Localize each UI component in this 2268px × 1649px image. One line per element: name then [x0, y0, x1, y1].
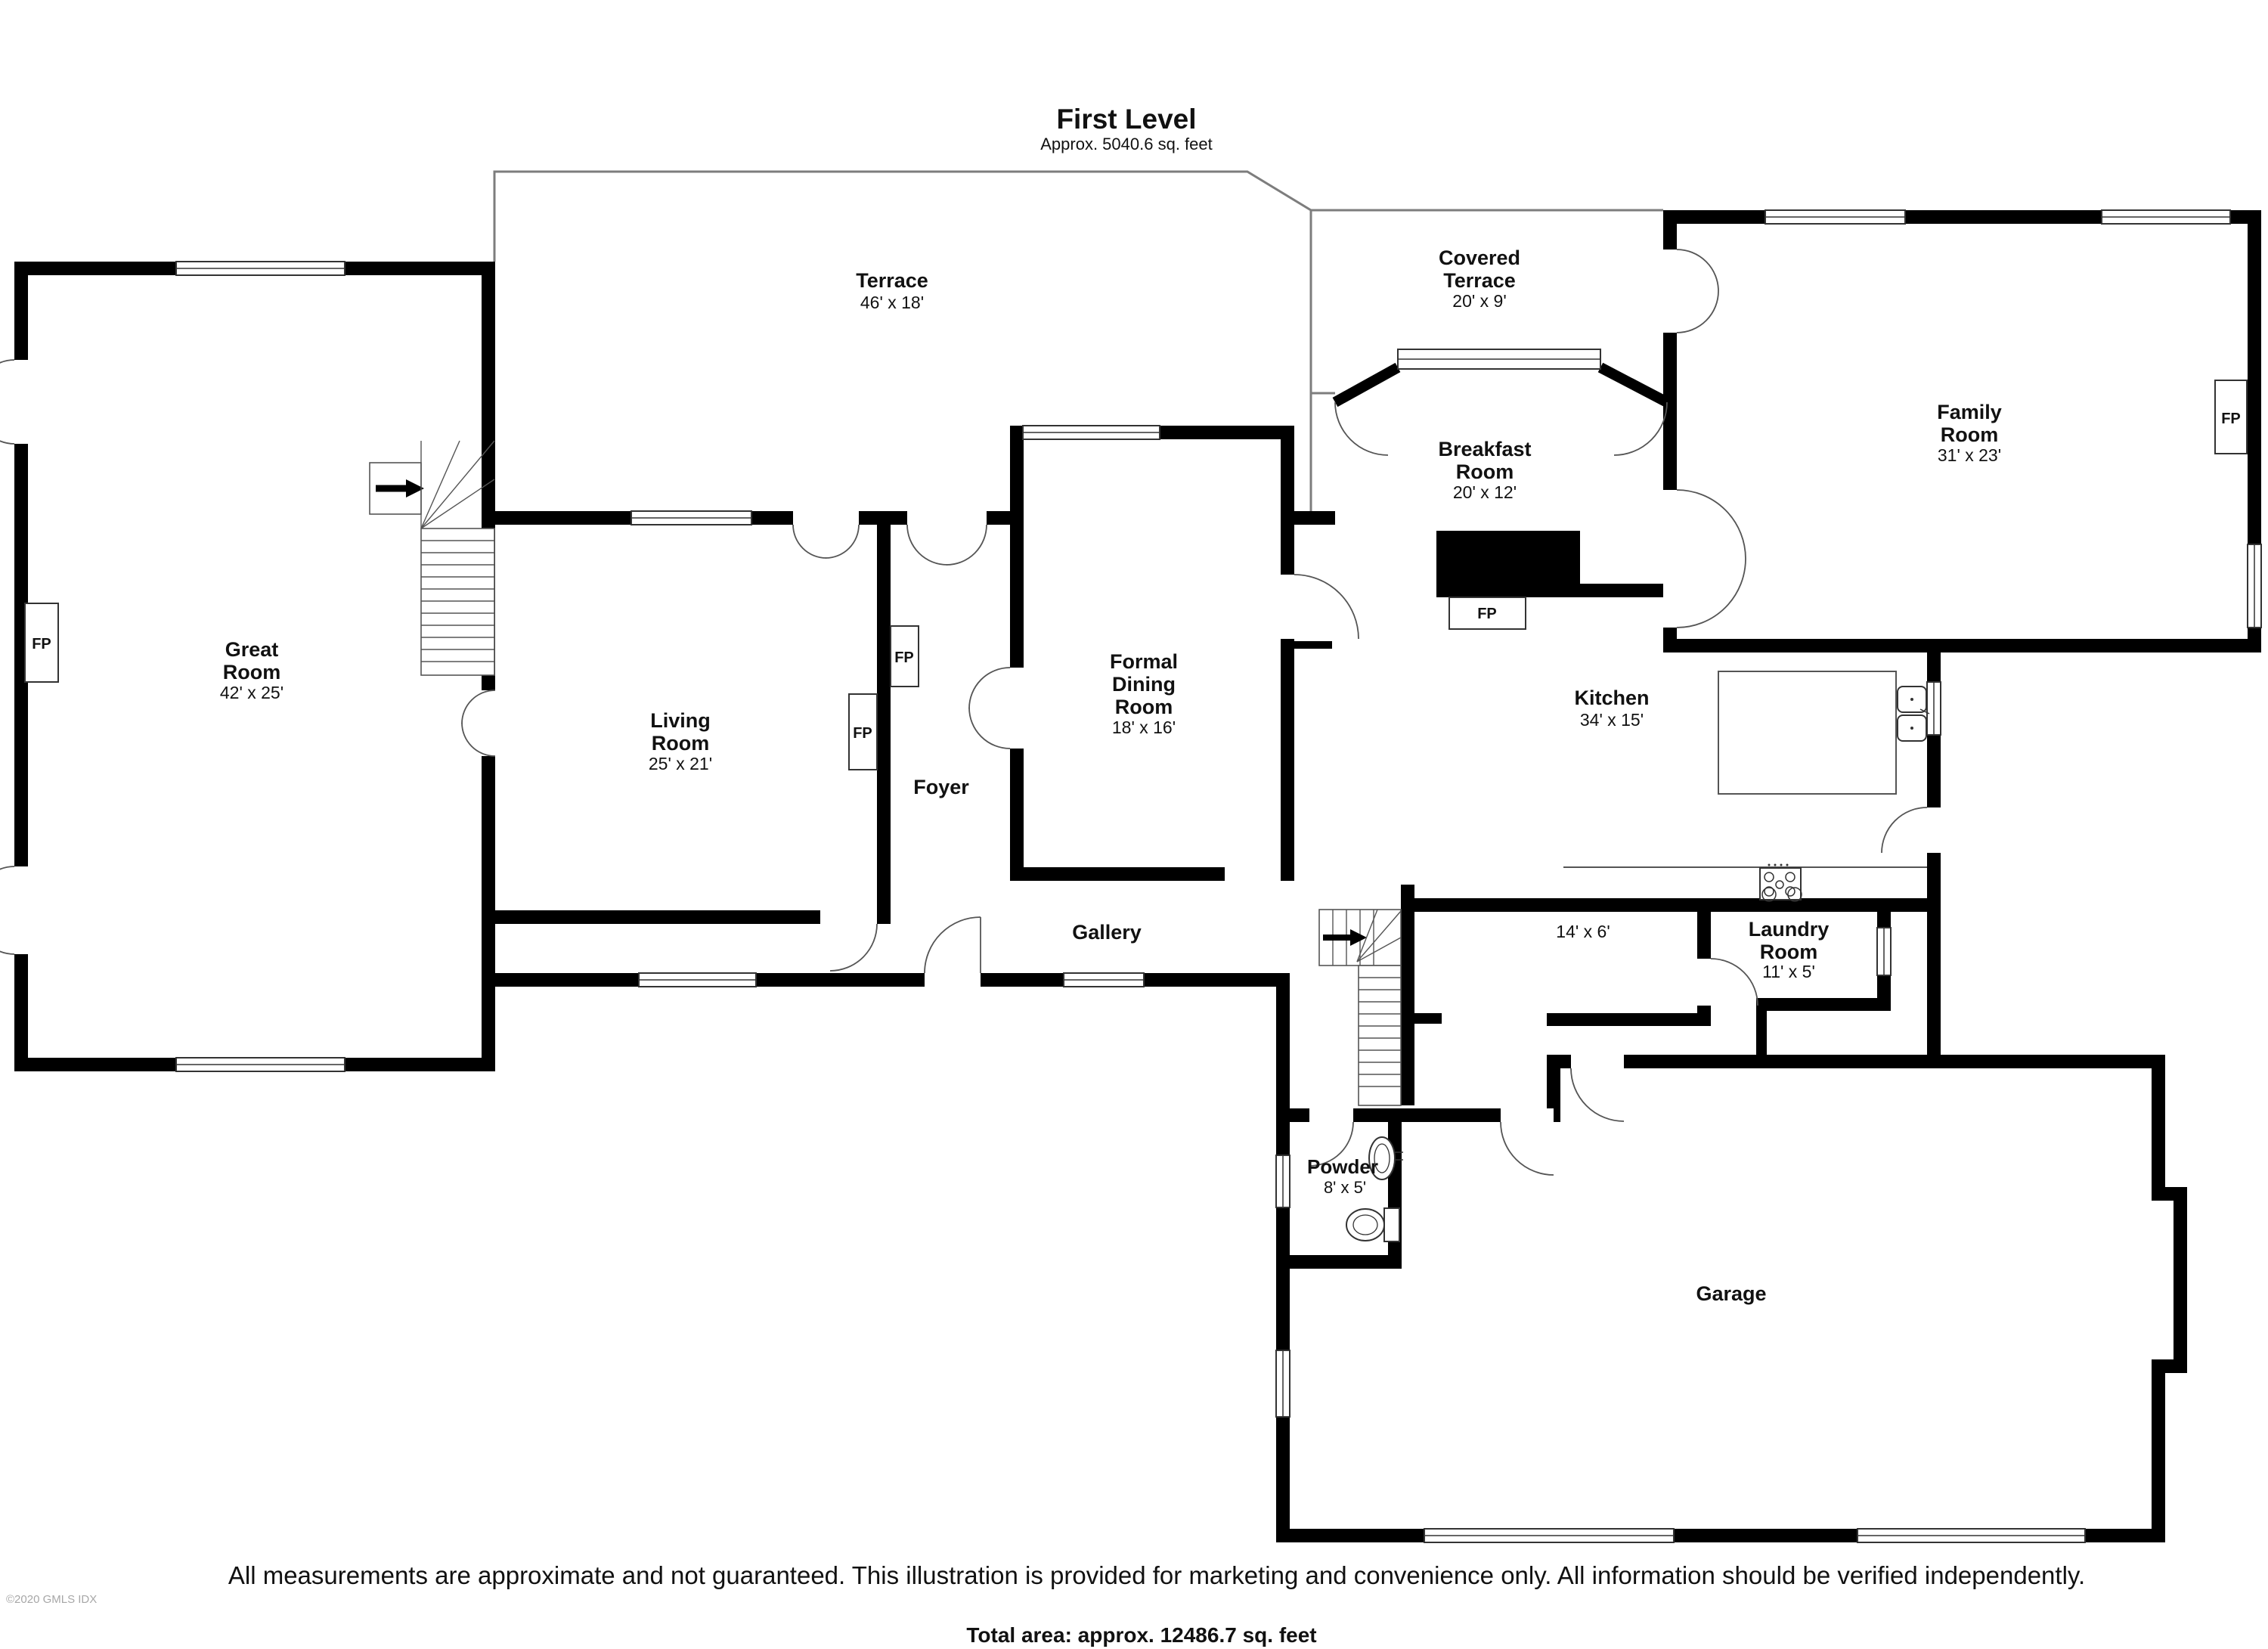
fireplace-family-room: FP [2214, 380, 2248, 454]
room-label-laundry-2: Room [1760, 941, 1818, 963]
window [2101, 209, 2231, 225]
room-label-dining-1: Formal [1110, 650, 1178, 673]
room-label-kitchen: Kitchen [1574, 687, 1649, 709]
room-label-family-room-1: Family [1937, 401, 2002, 423]
window [175, 261, 345, 276]
window [1876, 927, 1892, 976]
room-label-dining-2: Dining [1112, 673, 1176, 696]
kitchen-fixtures [1563, 671, 1930, 902]
plan-subtitle: Approx. 5040.6 sq. feet [1040, 135, 1213, 153]
stairs-direction-arrow-icon [406, 479, 424, 497]
window [631, 510, 752, 525]
fp-label: FP [1477, 606, 1497, 622]
window [2247, 544, 2262, 628]
fireplace-living-room: FP [848, 693, 878, 770]
room-label-covered-terrace-1: Covered [1439, 246, 1520, 269]
window [638, 972, 757, 987]
powder-sink [1368, 1136, 1403, 1180]
room-label-living-room-1: Living [650, 709, 711, 732]
room-label-breakfast-1: Breakfast [1438, 438, 1531, 460]
window [175, 1057, 345, 1072]
room-label-laundry-1: Laundry [1749, 918, 1830, 941]
fp-label: FP [32, 636, 51, 652]
walls [14, 210, 2261, 1542]
window [1765, 209, 1906, 225]
room-label-great-room-1: Great [225, 638, 279, 661]
laundry-appliances [1761, 887, 1802, 902]
window [1063, 972, 1145, 987]
windows [175, 209, 2262, 1543]
copyright-text: ©2020 GMLS IDX [6, 1593, 97, 1606]
fp-label: FP [2221, 411, 2241, 427]
fp-label: FP [853, 725, 872, 742]
disclaimer-text: All measurements are approximate and not… [228, 1561, 2085, 1589]
room-label-foyer: Foyer [913, 776, 969, 798]
room-label-powder: Powder [1307, 1155, 1378, 1178]
labels: First Level Approx. 5040.6 sq. feet Terr… [6, 104, 2085, 1647]
window [1926, 681, 1941, 736]
room-dims-dining: 18' x 16' [1112, 718, 1176, 737]
room-label-breakfast-2: Room [1456, 460, 1514, 483]
kitchen-island [1718, 671, 1897, 795]
room-label-great-room-2: Room [223, 661, 281, 683]
room-dims-powder: 8' x 5' [1324, 1178, 1366, 1197]
stairs-direction-arrow-icon [1350, 929, 1367, 946]
powder-fixtures [1346, 1136, 1403, 1242]
toilet [1346, 1207, 1400, 1242]
window [1397, 349, 1601, 370]
garage-door [1424, 1528, 1675, 1543]
fp-label: FP [894, 649, 914, 666]
total-area-text: Total area: approx. 12486.7 sq. feet [966, 1623, 1316, 1647]
fireplace-great-room: FP [24, 603, 59, 683]
terrace-outline [493, 170, 1663, 511]
fireplace-breakfast: FP [1436, 531, 1580, 630]
room-dims-family-room: 31' x 23' [1938, 445, 2001, 465]
fireplace-foyer: FP [890, 625, 919, 687]
room-label-gallery: Gallery [1072, 921, 1142, 944]
room-label-covered-terrace-2: Terrace [1443, 269, 1516, 292]
room-label-family-room-2: Room [1941, 423, 1999, 446]
room-dims-hall: 14' x 6' [1556, 922, 1610, 941]
kitchen-sink [1897, 686, 1930, 742]
room-label-dining-3: Room [1115, 696, 1173, 718]
room-dims-great-room: 42' x 25' [220, 683, 284, 702]
plan-title: First Level [1056, 104, 1196, 135]
stove [1759, 863, 1802, 900]
back-staircase [1318, 909, 1402, 1106]
window [1022, 425, 1160, 440]
room-label-living-room-2: Room [652, 732, 710, 755]
room-dims-covered-terrace: 20' x 9' [1452, 291, 1506, 311]
room-label-terrace: Terrace [856, 269, 928, 292]
room-dims-living-room: 25' x 21' [649, 754, 712, 773]
room-dims-terrace: 46' x 18' [860, 293, 924, 312]
door-openings [14, 250, 1941, 1122]
door-swings [0, 249, 1928, 1176]
window [1275, 1155, 1290, 1208]
room-dims-breakfast: 20' x 12' [1453, 482, 1517, 502]
fireplaces: FP FP FP FP FP [24, 380, 2248, 770]
main-staircase [369, 440, 495, 676]
room-label-garage: Garage [1696, 1282, 1766, 1305]
room-dims-kitchen: 34' x 15' [1580, 710, 1644, 730]
garage-door [1857, 1528, 2086, 1543]
window [1275, 1350, 1290, 1418]
room-dims-laundry: 11' x 5' [1762, 962, 1815, 981]
